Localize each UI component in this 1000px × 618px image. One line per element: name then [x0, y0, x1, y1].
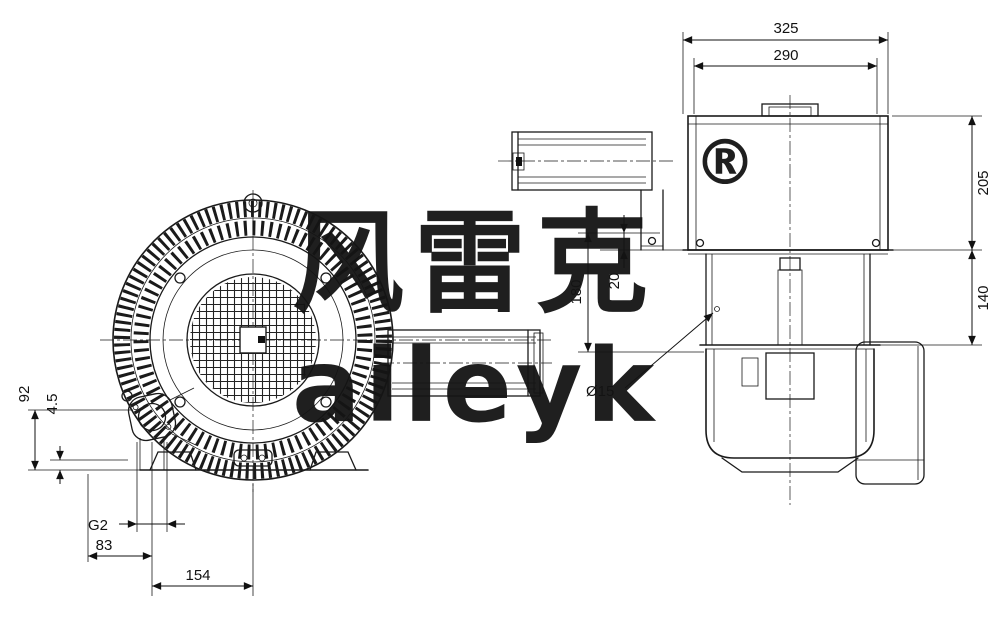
- motor-body: [705, 348, 875, 473]
- dim-20: 20: [606, 273, 623, 290]
- mounting-feet: [139, 449, 369, 471]
- inlet-port-g2: [127, 392, 177, 442]
- dim-290: 290: [773, 47, 798, 64]
- outlet-silencer-front: [387, 329, 544, 397]
- dim-92: 92: [16, 386, 33, 403]
- dim-140: 140: [975, 285, 992, 310]
- top-ear: [243, 193, 263, 213]
- dim-4-5: 4.5: [44, 394, 61, 415]
- terminal-box: [855, 341, 925, 485]
- inlet-silencer-side: [511, 131, 664, 251]
- side-view: [498, 95, 925, 505]
- dim-205: 205: [975, 170, 992, 195]
- front-view: [100, 190, 552, 492]
- dim-180: 180: [568, 279, 585, 304]
- side-view-dimensions: 325 290 205 140 180 20 Ø15: [568, 20, 992, 400]
- front-view-dimensions: 92 4.5 G2 83 154: [16, 386, 254, 596]
- dim-g2: G2: [88, 517, 108, 534]
- dim-hole-diameter: Ø15: [586, 383, 614, 400]
- dim-325: 325: [773, 20, 798, 37]
- dim-154: 154: [185, 567, 210, 584]
- dim-83: 83: [96, 537, 113, 554]
